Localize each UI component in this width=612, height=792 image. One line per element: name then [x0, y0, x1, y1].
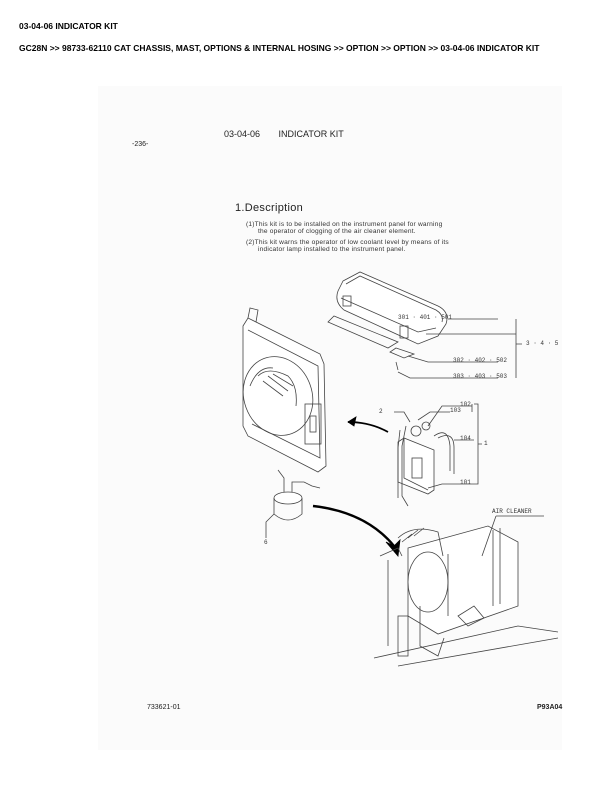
description-heading: 1.Description — [235, 202, 304, 214]
callout-101: 101 — [460, 479, 471, 486]
exploded-view-drawing — [242, 271, 559, 667]
callout-1: 1 — [484, 440, 488, 447]
air-cleaner-label: AIR CLEANER — [492, 508, 532, 515]
callout-104: 104 — [460, 435, 471, 442]
callout-102: 102 — [460, 401, 471, 408]
figure-code: P93A04 — [537, 704, 563, 711]
callout-302-402-502: 302 · 402 · 502 — [453, 357, 508, 364]
description-line: indicator lamp installed to the instrume… — [258, 246, 406, 253]
section-code: 03-04-06 — [224, 129, 261, 139]
restriction-indicator-switch-drawing — [265, 469, 321, 538]
indicator-lamp-housing-drawing — [327, 271, 448, 371]
description-line: (1)This kit is to be installed on the in… — [246, 221, 443, 228]
page-number: -236- — [132, 141, 149, 148]
callout-2: 2 — [379, 408, 383, 415]
radiator-drawing — [242, 307, 327, 473]
description-item-1: (1)This kit is to be installed on the in… — [246, 221, 442, 235]
coolant-level-sensor-drawing — [397, 421, 455, 507]
drawing-number: 733621-01 — [147, 704, 181, 711]
section-name: INDICATOR KIT — [278, 129, 344, 139]
callout-301-401-501: 301 · 401 · 501 — [398, 314, 453, 321]
parts-diagram-page: -236- 03-04-06 INDICATOR KIT 1.Descripti… — [98, 86, 562, 750]
air-cleaner-drawing — [373, 515, 559, 667]
callout-3-4-5: 3 · 4 · 5 — [526, 340, 559, 347]
callout-103: 103 — [450, 407, 461, 414]
description-line: the operator of clogging of the air clea… — [258, 228, 416, 235]
callout-303-403-503: 303 · 403 · 503 — [453, 373, 508, 380]
section-title: 03-04-06 INDICATOR KIT — [224, 129, 344, 139]
document-title: 03-04-06 INDICATOR KIT — [19, 21, 118, 31]
description-item-2: (2)This kit warns the operator of low co… — [246, 239, 449, 253]
breadcrumb: GC28N >> 98733-62110 CAT CHASSIS, MAST, … — [19, 43, 540, 53]
description-line: (2)This kit warns the operator of low co… — [246, 239, 449, 246]
callout-6: 6 — [264, 539, 268, 546]
